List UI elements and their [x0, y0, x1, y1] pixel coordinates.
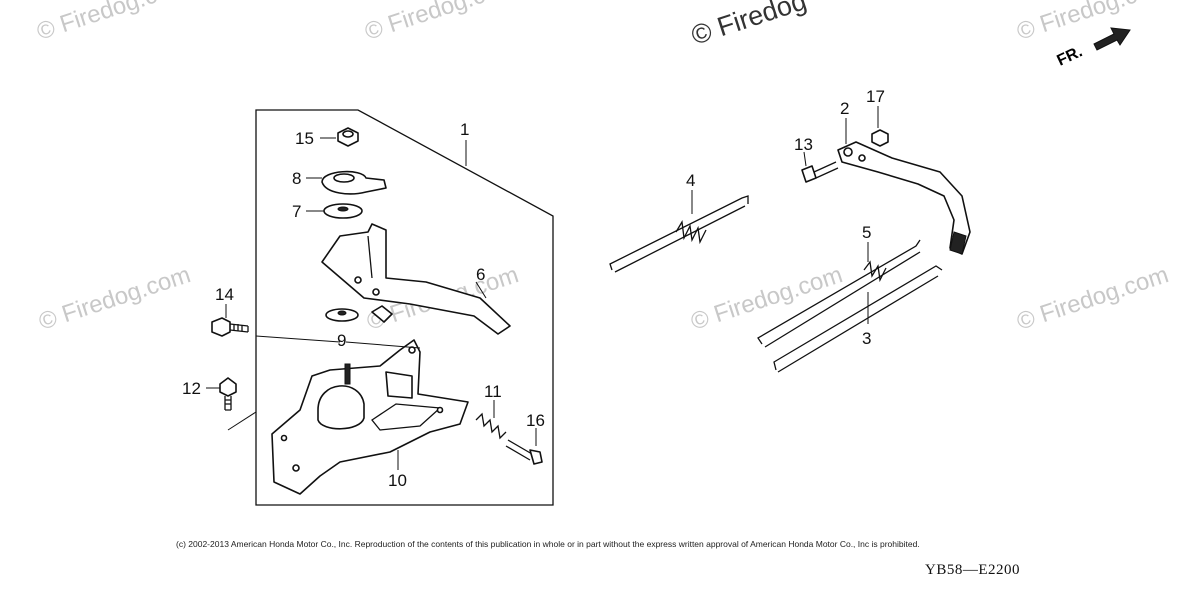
- callout-15: 15: [295, 129, 314, 148]
- callout-13: 13: [794, 135, 813, 154]
- callout-numbers: 1 2 3 4 5 6 7 8 9 10 11 12 13 14 15 16 1…: [182, 87, 885, 490]
- part-12-bolt: [219, 377, 237, 411]
- part-11-spring: [475, 412, 507, 440]
- callout-14: 14: [215, 285, 234, 304]
- callout-16: 16: [526, 411, 545, 430]
- callout-12: 12: [182, 379, 201, 398]
- part-2-governor-arm: [837, 141, 971, 255]
- callout-1: 1: [460, 120, 469, 139]
- callout-3: 3: [862, 329, 871, 348]
- watermark-top-left: © Firedog.com: [34, 0, 192, 46]
- callout-6: 6: [476, 265, 485, 284]
- front-direction-label: FR.: [1055, 43, 1086, 69]
- part-8-plate: [321, 170, 387, 195]
- part-7-washer: [323, 203, 363, 219]
- callout-4: 4: [686, 171, 695, 190]
- part-6-lever: [321, 223, 511, 335]
- callout-7: 7: [292, 202, 301, 221]
- part-3-rod: [773, 265, 943, 373]
- front-direction-indicator: FR.: [1055, 27, 1131, 70]
- part-14-bolt: [211, 317, 249, 337]
- callout-9: 9: [337, 331, 346, 350]
- watermark-top-center: © Firedog.com: [362, 0, 520, 46]
- callout-17: 17: [866, 87, 885, 106]
- part-16-screw: [505, 439, 543, 465]
- part-13-bolt: [801, 161, 839, 183]
- assembly-outline: [255, 109, 554, 506]
- watermark-mid-left: © Firedog.com: [36, 261, 194, 335]
- part-4-rod: [609, 195, 749, 273]
- watermark-top-right: © Firedog.com: [1014, 0, 1172, 46]
- callout-5: 5: [862, 223, 871, 242]
- watermark-mid-right-a: © Firedog.com: [688, 261, 846, 335]
- part-9-washer: [325, 308, 359, 322]
- callout-10: 10: [388, 471, 407, 490]
- copyright-notice: (c) 2002-2013 American Honda Motor Co., …: [176, 539, 920, 549]
- watermark-mid-right-b: © Firedog.com: [1014, 261, 1172, 335]
- watermark-main: © Firedog: [688, 0, 810, 51]
- callout-11: 11: [484, 382, 502, 401]
- front-direction-arrow-icon: [1093, 27, 1131, 51]
- part-10-base-plate: [271, 339, 469, 495]
- part-5-rod: [757, 239, 921, 348]
- part-15-nut: [337, 127, 359, 147]
- part-17-nut: [871, 129, 889, 147]
- callout-8: 8: [292, 169, 301, 188]
- callout-2: 2: [840, 99, 849, 118]
- leader-lines-right: [691, 106, 879, 324]
- watermarks: © Firedog.com © Firedog.com © Firedog.co…: [34, 0, 1172, 336]
- leader-lines-left: [206, 137, 537, 470]
- diagram-code: YB58—E2200: [925, 562, 1020, 578]
